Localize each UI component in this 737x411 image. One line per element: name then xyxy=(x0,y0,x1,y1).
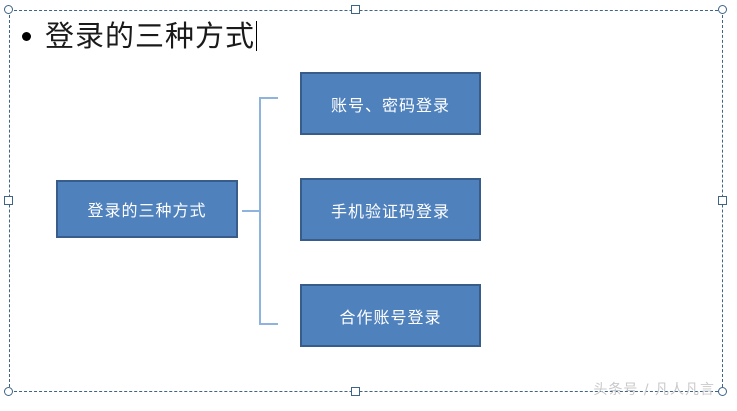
diagram-node-child-1-label: 账号、密码登录 xyxy=(330,95,450,115)
slide-title-row[interactable]: 登录的三种方式 xyxy=(22,12,522,60)
diagram-node-child-2-label: 手机验证码登录 xyxy=(330,201,450,221)
bullet-icon xyxy=(22,31,31,41)
bracket-connector[interactable] xyxy=(238,96,280,326)
handle-top-center[interactable] xyxy=(351,5,360,14)
handle-bottom-center[interactable] xyxy=(351,387,360,396)
diagram-node-root[interactable]: 登录的三种方式 xyxy=(56,180,238,238)
handle-middle-left[interactable] xyxy=(4,196,13,205)
text-caret xyxy=(256,21,258,51)
diagram-node-child-1[interactable]: 账号、密码登录 xyxy=(300,72,481,135)
handle-bottom-right[interactable] xyxy=(718,387,727,396)
diagram-node-child-2[interactable]: 手机验证码登录 xyxy=(300,178,481,241)
handle-middle-right[interactable] xyxy=(718,196,727,205)
watermark-text: 头条号 / 凡人凡言 xyxy=(593,382,715,398)
diagram-node-root-label: 登录的三种方式 xyxy=(87,201,207,220)
page-title: 登录的三种方式 xyxy=(45,18,256,53)
handle-top-left[interactable] xyxy=(4,5,13,14)
handle-bottom-left[interactable] xyxy=(4,387,13,396)
diagram-node-child-3-label: 合作账号登录 xyxy=(339,307,442,327)
handle-top-right[interactable] xyxy=(718,5,727,14)
diagram-node-child-3[interactable]: 合作账号登录 xyxy=(300,284,481,347)
